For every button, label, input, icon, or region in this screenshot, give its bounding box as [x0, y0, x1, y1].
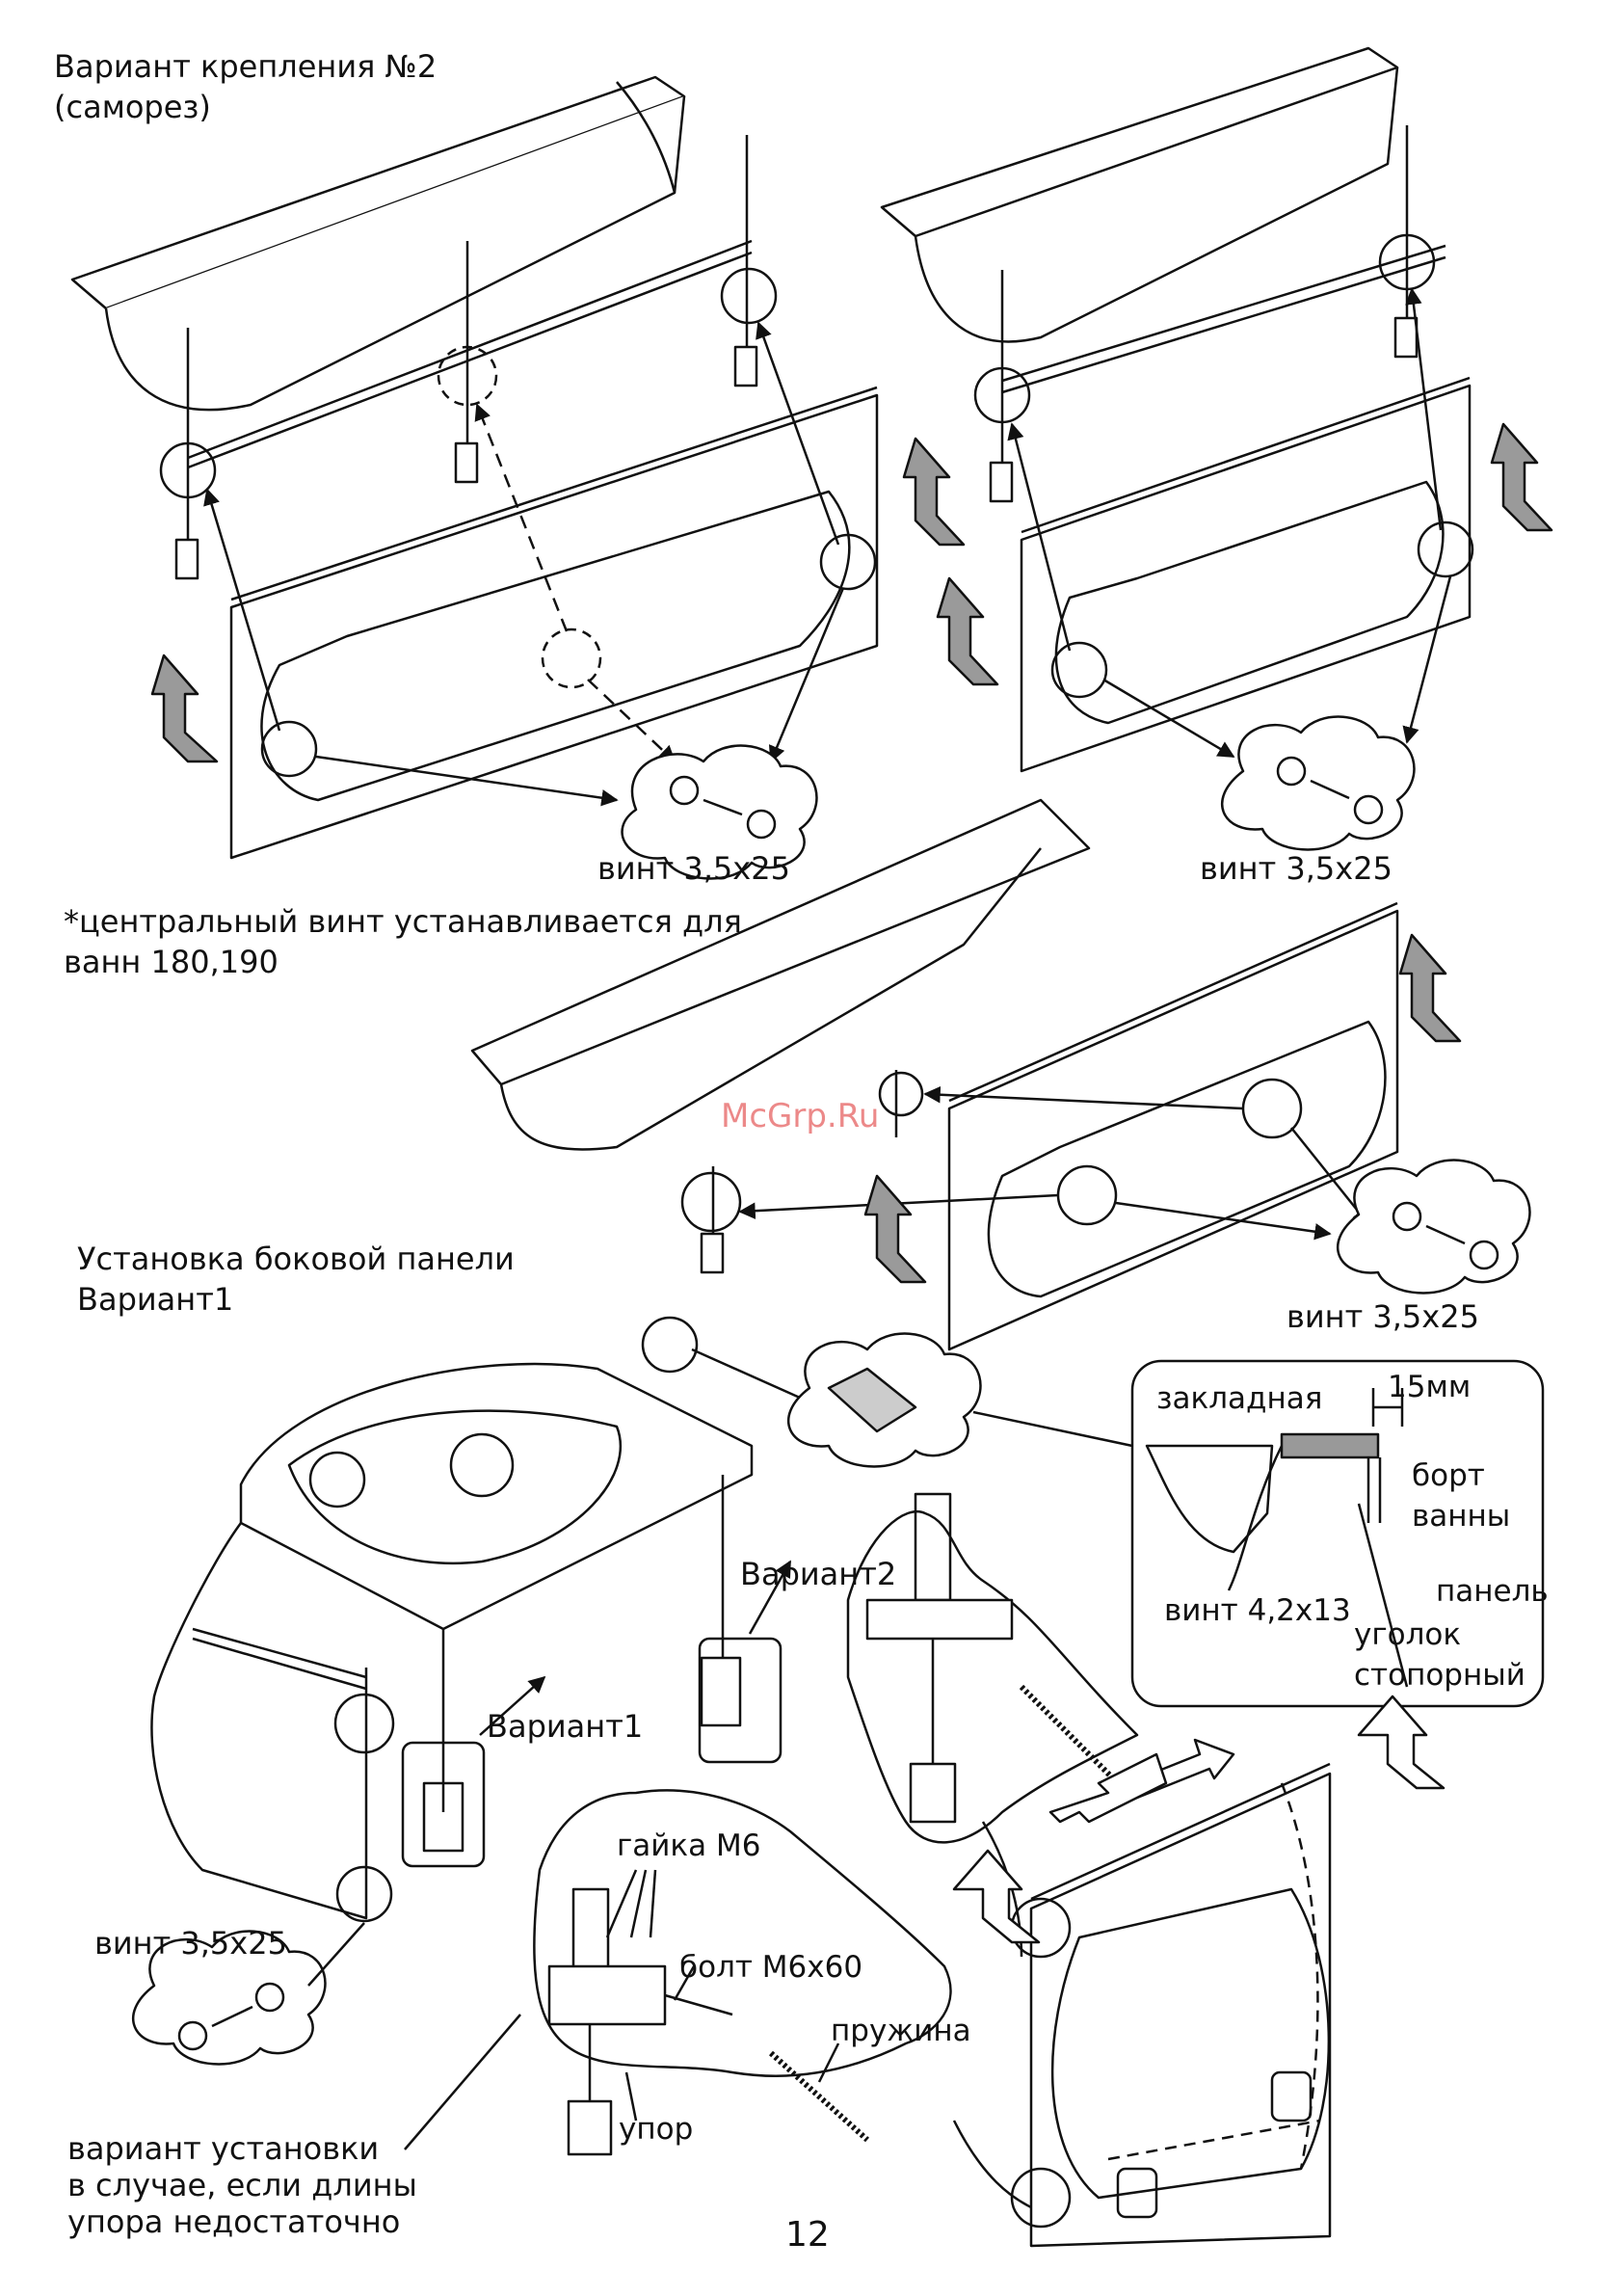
tub-top-right — [880, 46, 1446, 503]
page-title: Вариант крепления №2 (саморез) — [54, 46, 437, 127]
screw-cloud-top-left — [621, 744, 818, 880]
label-screw-42: винт 4,2х13 — [1164, 1593, 1351, 1628]
label-variant-2: Вариант2 — [740, 1556, 897, 1592]
panel-middle — [738, 901, 1399, 1351]
panel-top-left — [229, 386, 879, 860]
corner-line-1: уголок — [1354, 1617, 1462, 1652]
alt-line-2: в случае, если длины — [67, 2167, 417, 2203]
label-gap: 15мм — [1388, 1370, 1472, 1404]
label-stop: упор — [619, 2112, 694, 2147]
label-spring: пружина — [831, 2014, 971, 2048]
tub-bottom — [150, 1316, 792, 1923]
rim-line-2: ванны — [1412, 1499, 1511, 1534]
corner-line-2: стопорный — [1354, 1658, 1525, 1693]
alt-line-3: упора недостаточно — [67, 2203, 401, 2240]
clamp-circles-top-left — [159, 267, 877, 778]
alt-line-1: вариант установки — [67, 2130, 380, 2167]
watermark: McGrp.Ru — [721, 1097, 880, 1135]
side-panel-title: Установка боковой панели Вариант1 — [77, 1239, 515, 1320]
label-nut: гайка М6 — [617, 1829, 761, 1863]
footnote-line-1: *центральный винт устанавливается для — [64, 903, 742, 940]
screw-cloud-bottom-left — [132, 1922, 365, 2066]
tub-middle — [470, 798, 1091, 1274]
title-line-1: Вариант крепления №2 — [54, 48, 438, 85]
label-bolt: болт М6х60 — [679, 1950, 863, 1985]
side-panel-bottom — [952, 1695, 1446, 2248]
label-screw-middle: винт 3,5х25 — [1286, 1298, 1479, 1335]
rim-line-1: борт — [1412, 1458, 1485, 1493]
label-screw-top-right: винт 3,5х25 — [1200, 850, 1393, 887]
title-line-2: (саморез) — [54, 89, 211, 125]
label-screw-bottom-left: винт 3,5х25 — [94, 1925, 287, 1962]
label-rim: борт ванны — [1412, 1455, 1510, 1536]
screw-cloud-middle — [863, 933, 1531, 1295]
screw-cloud-top-right — [936, 422, 1553, 851]
detail-box — [1130, 1359, 1545, 1708]
nut-cloud — [404, 1789, 952, 2156]
label-variant-1: Вариант1 — [487, 1708, 644, 1745]
side-title-line-2: Вариант1 — [77, 1281, 234, 1318]
label-insert: закладная — [1156, 1381, 1323, 1416]
page-number: 12 — [785, 2215, 830, 2255]
corner-cloud — [691, 1332, 1133, 1468]
tub-top-left — [70, 75, 758, 580]
up-arrow-top-left — [150, 437, 966, 763]
alt-install-note: вариант установки в случае, если длины у… — [67, 2130, 417, 2240]
panel-top-right — [973, 233, 1474, 773]
label-screw-top-left: винт 3,5х25 — [597, 850, 790, 887]
label-corner: уголок стопорный — [1354, 1615, 1525, 1695]
label-panel: панель — [1436, 1574, 1549, 1609]
footnote-line-2: ванн 180,190 — [64, 944, 279, 980]
arrows-top-left — [203, 321, 845, 807]
side-title-line-1: Установка боковой панели — [77, 1241, 515, 1277]
leg-cloud — [846, 1492, 1235, 1844]
footnote: *центральный винт устанавливается для ва… — [64, 901, 742, 982]
